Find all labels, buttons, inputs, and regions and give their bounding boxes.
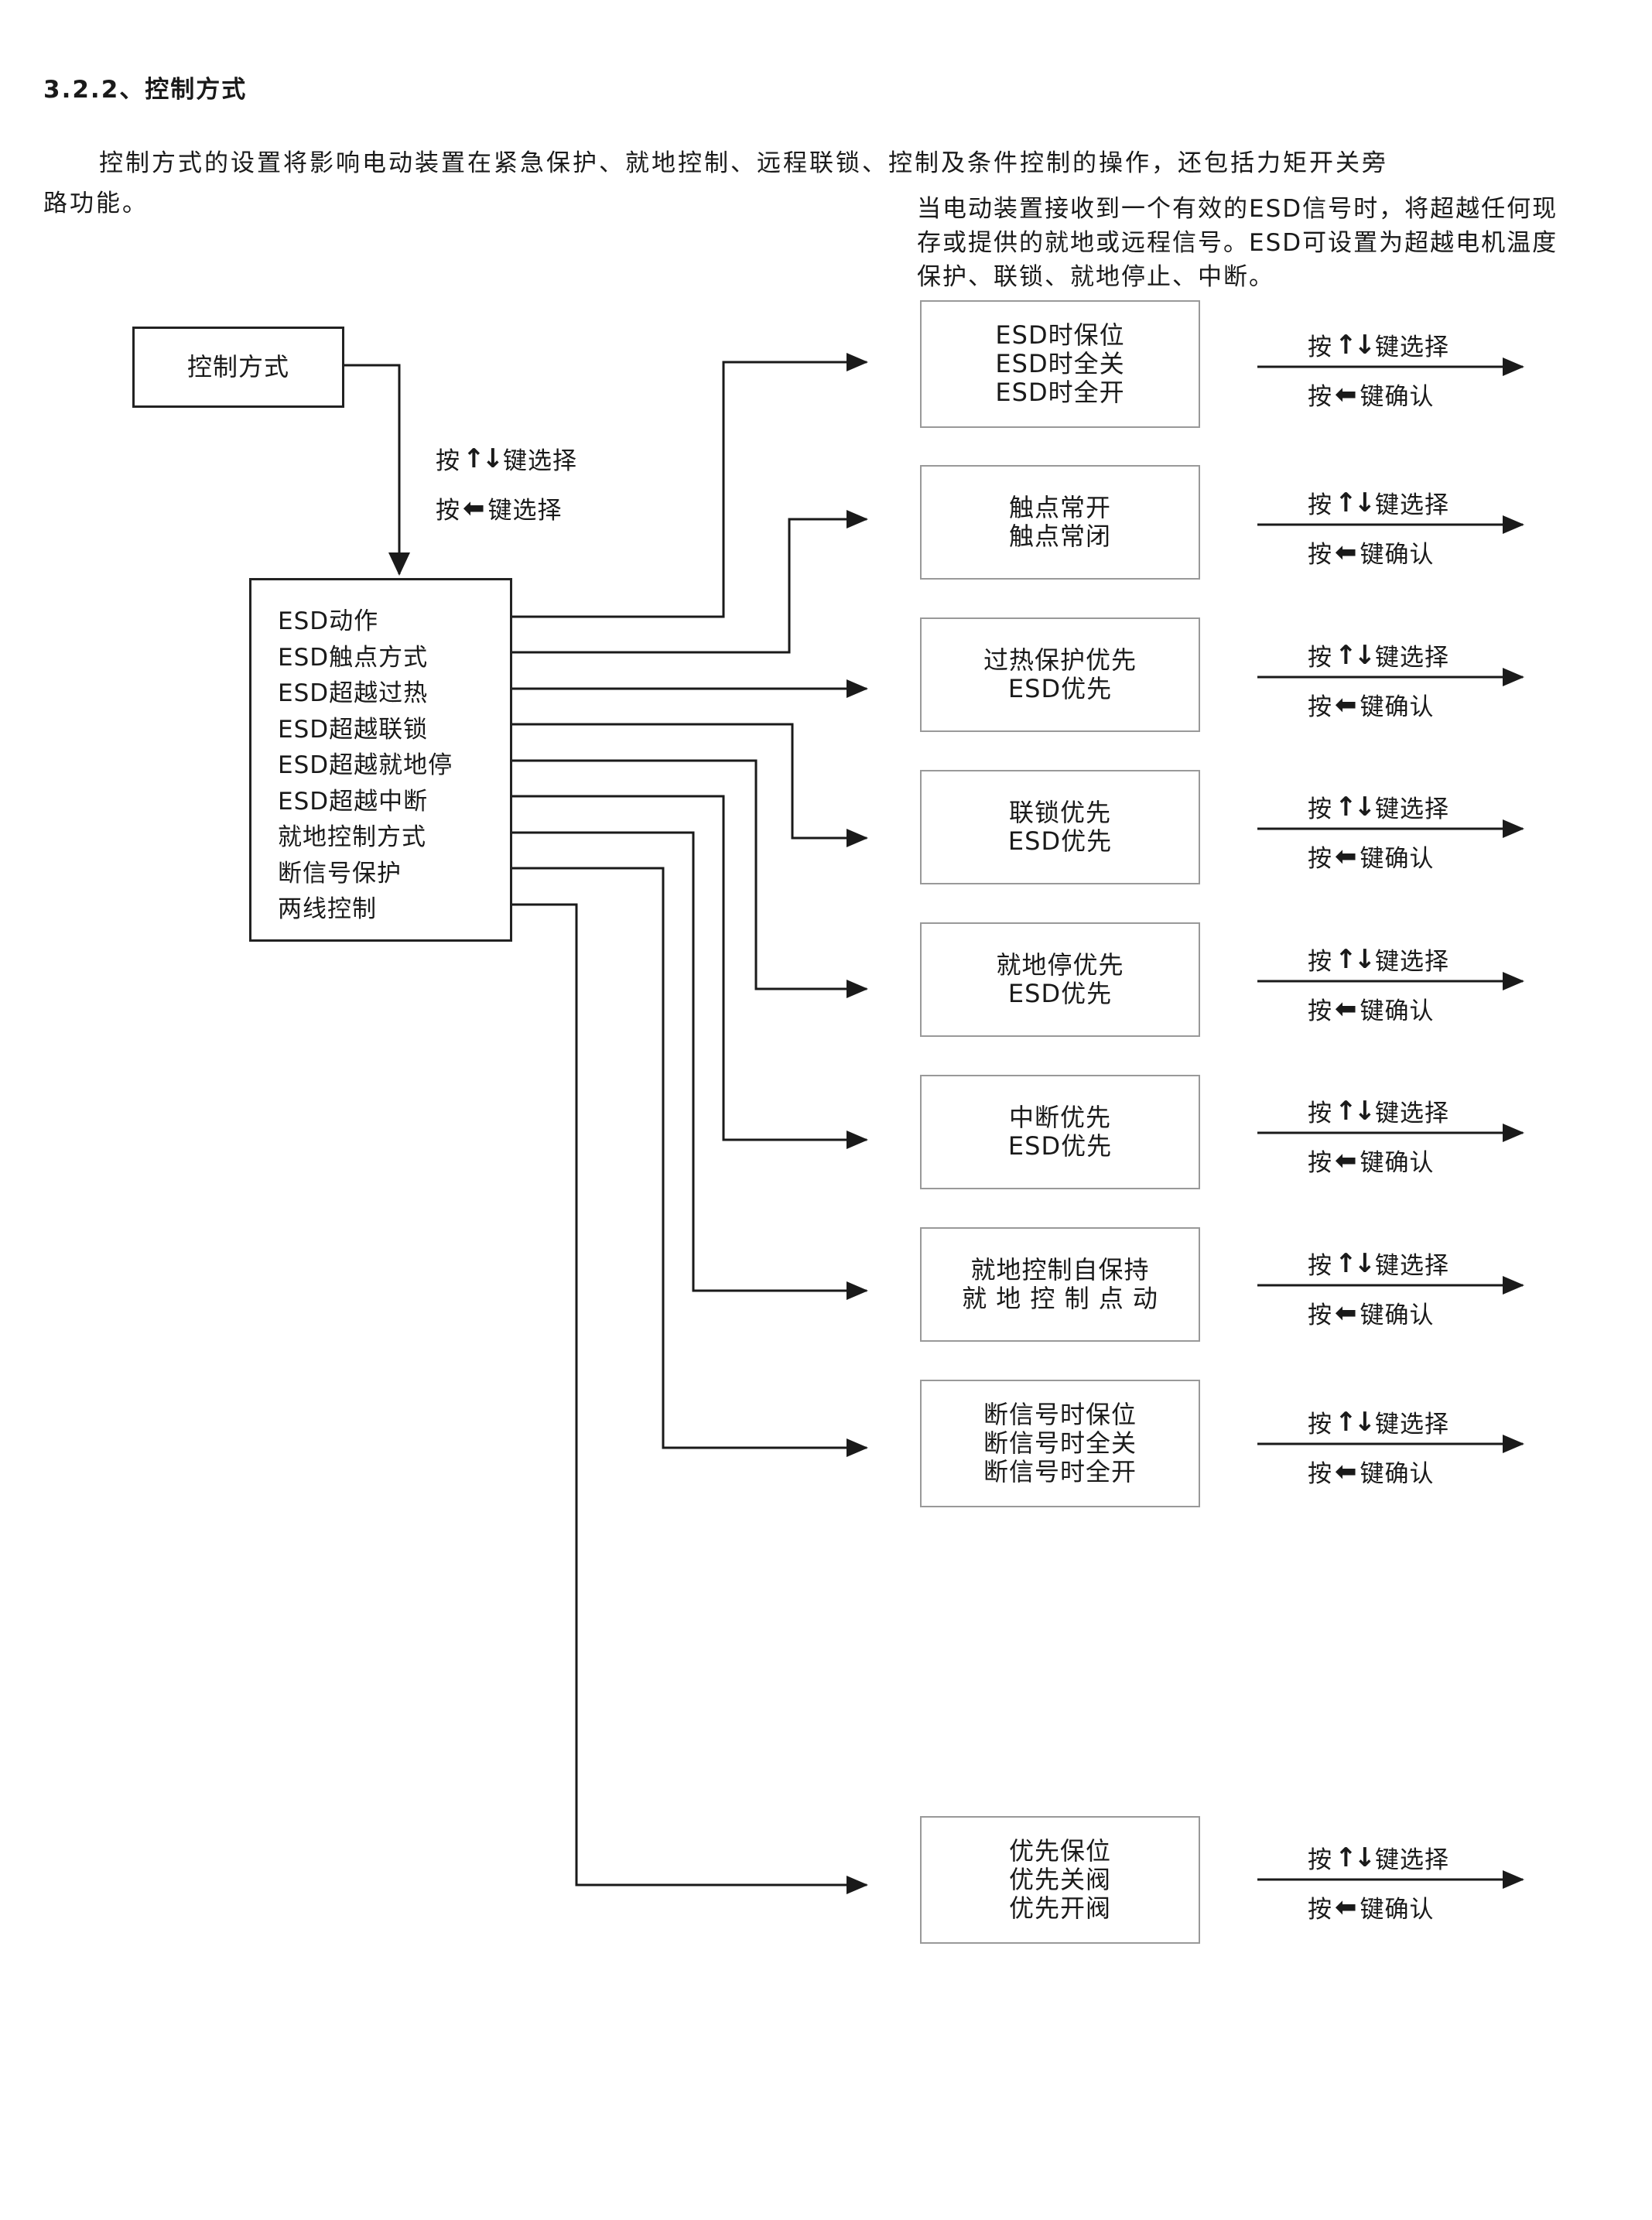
esd-note-line-3: 保护、联锁、就地停止、中断。 — [917, 263, 1274, 291]
menu-item-two-wire: 两线控制 — [278, 895, 377, 923]
left-arrow-icon: ⬅ — [463, 492, 486, 524]
side-confirm-hint: 按⬅键确认 — [1308, 1297, 1435, 1330]
menu-item-esd-interrupt: ESD超越中断 — [278, 787, 429, 816]
root-to-menu-arrow — [344, 364, 410, 576]
side-select-hint: 按↑↓键选择 — [1308, 1095, 1449, 1128]
up-down-arrow-icon: ↑↓ — [1335, 639, 1376, 671]
up-down-arrow-icon: ↑↓ — [463, 443, 504, 474]
menu-item-local-control: 就地控制方式 — [278, 823, 426, 851]
option-box-esd-overheat: 过热保护优先 ESD优先 — [920, 617, 1200, 732]
esd-menu-box: ESD动作 ESD触点方式 ESD超越过热 ESD超越联锁 ESD超越就地停 E… — [249, 578, 512, 942]
up-down-arrow-icon: ↑↓ — [1335, 791, 1376, 823]
esd-note-line-2: 存或提供的就地或远程信号。ESD可设置为超越电机温度 — [917, 229, 1558, 257]
side-confirm-hint: 按⬅键确认 — [1308, 840, 1435, 874]
control-mode-root-box: 控制方式 — [132, 327, 344, 408]
root-select-hint: 按 ↑↓ 键选择 — [436, 443, 577, 476]
up-down-arrow-icon: ↑↓ — [1335, 487, 1376, 518]
option-box-signal-loss: 断信号时保位 断信号时全关 断信号时全开 — [920, 1380, 1200, 1507]
esd-note: 当电动装置接收到一个有效的ESD信号时，将超越任何现 存或提供的就地或远程信号。… — [917, 192, 1613, 294]
menu-item-esd-contact: ESD触点方式 — [278, 643, 429, 672]
left-arrow-icon: ⬅ — [1335, 536, 1358, 568]
left-arrow-icon: ⬅ — [1335, 1455, 1358, 1487]
section-heading: 3.2.2、控制方式 — [43, 76, 248, 104]
side-select-hint: 按↑↓键选择 — [1308, 639, 1449, 672]
intro-line-1: 控制方式的设置将影响电动装置在紧急保护、就地控制、远程联锁、控制及条件控制的操作… — [99, 149, 1388, 177]
up-down-arrow-icon: ↑↓ — [1335, 1247, 1376, 1279]
side-select-hint: 按↑↓键选择 — [1308, 1842, 1449, 1875]
side-confirm-hint: 按⬅键确认 — [1308, 378, 1435, 412]
connector-signal-loss — [512, 867, 868, 1457]
option-box-esd-interrupt: 中断优先 ESD优先 — [920, 1075, 1200, 1189]
connector-esd-interlock — [512, 723, 868, 847]
side-select-hint: 按↑↓键选择 — [1308, 1406, 1449, 1439]
connector-local-control — [512, 831, 868, 1300]
up-down-arrow-icon: ↑↓ — [1335, 1406, 1376, 1438]
intro-paragraph: 控制方式的设置将影响电动装置在紧急保护、就地控制、远程联锁、控制及条件控制的操作… — [43, 143, 1513, 224]
side-confirm-hint: 按⬅键确认 — [1308, 689, 1435, 722]
up-down-arrow-icon: ↑↓ — [1335, 1842, 1376, 1873]
option-box-esd-action: ESD时保位 ESD时全关 ESD时全开 — [920, 300, 1200, 428]
left-arrow-icon: ⬅ — [1335, 1891, 1358, 1923]
connector-esd-interrupt — [512, 795, 868, 1149]
menu-item-signal-loss: 断信号保护 — [278, 859, 402, 888]
option-box-two-wire: 优先保位 优先关阀 优先开阀 — [920, 1816, 1200, 1944]
left-arrow-icon: ⬅ — [1335, 1144, 1358, 1176]
side-select-hint: 按↑↓键选择 — [1308, 329, 1449, 362]
option-box-esd-interlock: 联锁优先 ESD优先 — [920, 770, 1200, 884]
connector-esd-action — [512, 353, 868, 618]
menu-item-esd-interlock: ESD超越联锁 — [278, 715, 429, 744]
up-down-arrow-icon: ↑↓ — [1335, 329, 1376, 361]
up-down-arrow-icon: ↑↓ — [1335, 1095, 1376, 1127]
option-box-esd-contact: 触点常开 触点常闭 — [920, 465, 1200, 580]
intro-line-2: 路功能。 — [43, 190, 149, 217]
side-select-hint: 按↑↓键选择 — [1308, 943, 1449, 977]
side-confirm-hint: 按⬅键确认 — [1308, 1144, 1435, 1178]
side-confirm-hint: 按⬅键确认 — [1308, 1455, 1435, 1489]
up-down-arrow-icon: ↑↓ — [1335, 943, 1376, 975]
left-arrow-icon: ⬅ — [1335, 689, 1358, 720]
connector-two-wire — [512, 903, 868, 1894]
menu-item-esd-action: ESD动作 — [278, 607, 379, 635]
left-arrow-icon: ⬅ — [1335, 993, 1358, 1024]
connector-esd-local-stop — [512, 759, 868, 998]
left-arrow-icon: ⬅ — [1335, 1297, 1358, 1329]
side-select-hint: 按↑↓键选择 — [1308, 487, 1449, 520]
left-arrow-icon: ⬅ — [1335, 840, 1358, 872]
esd-note-line-1: 当电动装置接收到一个有效的ESD信号时，将超越任何现 — [917, 195, 1558, 223]
option-box-local-control: 就地控制自保持 就 地 控 制 点 动 — [920, 1227, 1200, 1342]
side-confirm-hint: 按⬅键确认 — [1308, 1891, 1435, 1924]
side-confirm-hint: 按⬅键确认 — [1308, 536, 1435, 570]
root-box-label: 控制方式 — [186, 352, 289, 381]
side-confirm-hint: 按⬅键确认 — [1308, 993, 1435, 1026]
option-box-esd-local-stop: 就地停优先 ESD优先 — [920, 922, 1200, 1037]
root-confirm-hint: 按 ⬅ 键选择 — [436, 492, 563, 525]
menu-item-esd-local-stop: ESD超越就地停 — [278, 751, 453, 779]
menu-item-esd-overheat: ESD超越过热 — [278, 679, 429, 707]
connector-esd-contact — [512, 510, 868, 654]
side-select-hint: 按↑↓键选择 — [1308, 1247, 1449, 1281]
left-arrow-icon: ⬅ — [1335, 378, 1358, 410]
side-select-hint: 按↑↓键选择 — [1308, 791, 1449, 824]
